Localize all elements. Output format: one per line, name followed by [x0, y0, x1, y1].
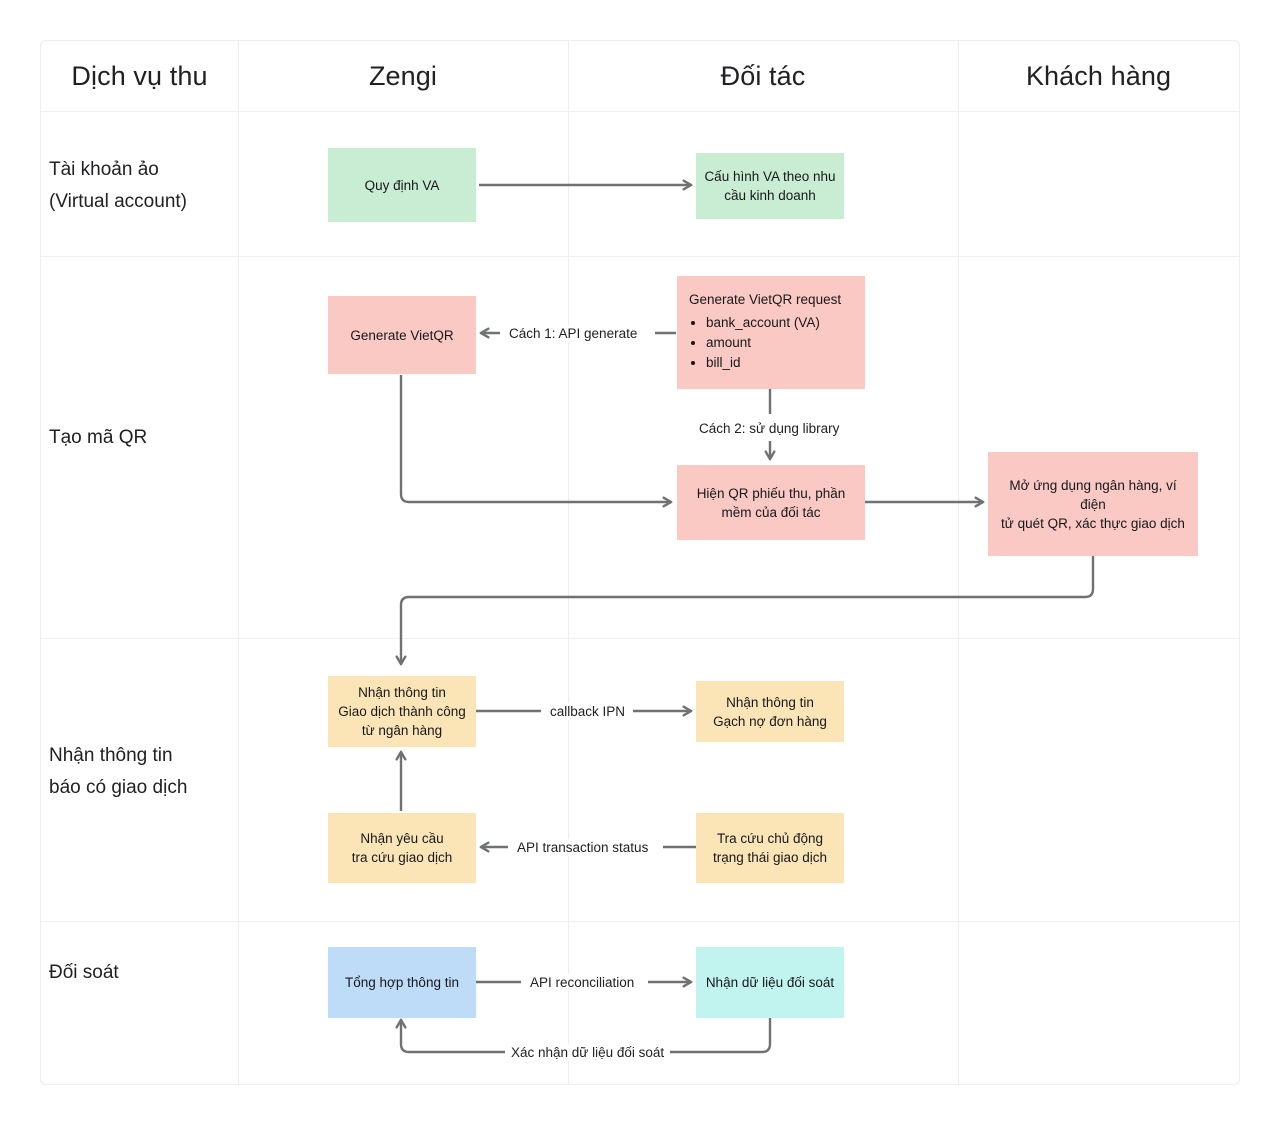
node-mo-ung-dung-line1: Mở ứng dụng ngân hàng, ví điện	[1009, 477, 1177, 512]
edge-label-cach2: Cách 2: sử dụng library	[693, 420, 846, 437]
row-label-create-qr: Tạo mã QR	[49, 422, 229, 454]
row-label-create-qr-line1: Tạo mã QR	[49, 427, 148, 448]
row-label-virtual-account: Tài khoản ảo (Virtual account)	[49, 154, 229, 218]
node-tra-cuu-chu-dong[interactable]: Tra cứu chủ động trạng thái giao dịch	[696, 813, 844, 883]
node-gach-no-don-hang[interactable]: Nhận thông tin Gạch nợ đơn hàng	[696, 681, 844, 742]
node-mo-ung-dung-line2: tử quét QR, xác thực giao dịch	[1001, 515, 1185, 531]
edge-label-cach1: Cách 1: API generate	[503, 325, 644, 342]
node-tong-hop-label: Tổng hợp thông tin	[345, 975, 459, 990]
row-divider-2	[41, 638, 1239, 639]
node-nhan-thong-tin-giao-dich[interactable]: Nhận thông tin Giao dịch thành công từ n…	[328, 676, 476, 747]
node-gach-no-line2: Gạch nợ đơn hàng	[713, 713, 827, 729]
node-request-title: Generate VietQR request	[689, 292, 842, 307]
row-label-transaction-notice-line1: Nhận thông tin	[49, 745, 173, 766]
node-nhan-du-lieu-label: Nhận dữ liệu đối soát	[705, 975, 835, 990]
node-gach-no-line1: Nhận thông tin	[726, 694, 814, 710]
node-quy-dinh-va[interactable]: Quy định VA	[328, 148, 476, 222]
node-hien-qr[interactable]: Hiện QR phiếu thu, phần mềm của đối tác	[677, 465, 865, 540]
edge-label-xac-nhan: Xác nhận dữ liệu đối soát	[505, 1044, 671, 1061]
node-nhan-du-lieu-doi-soat[interactable]: Nhận dữ liệu đối soát	[696, 947, 844, 1018]
row-label-reconciliation-line1: Đối soát	[49, 962, 119, 983]
row-label-virtual-account-line2: (Virtual account)	[49, 191, 187, 212]
node-tra-cuu-line2: trạng thái giao dịch	[712, 850, 828, 865]
node-generate-vietqr-request[interactable]: Generate VietQR request bank_account (VA…	[677, 276, 865, 389]
node-nhan-tt-gd-line1: Nhận thông tin	[358, 685, 446, 700]
node-mo-ung-dung-ngan-hang[interactable]: Mở ứng dụng ngân hàng, ví điện tử quét Q…	[988, 452, 1198, 556]
row-divider-3	[41, 921, 1239, 922]
row-divider-header	[41, 111, 1239, 112]
row-label-reconciliation: Đối soát	[49, 957, 229, 989]
node-hien-qr-line1: Hiện QR phiếu thu, phần	[696, 485, 846, 501]
node-generate-vietqr[interactable]: Generate VietQR	[328, 296, 476, 374]
node-request-item-bill-id: bill_id	[706, 353, 820, 373]
column-header-partner: Đối tác	[720, 60, 806, 91]
node-cau-hinh-va-line1: Cấu hình VA theo nhu	[704, 169, 836, 184]
row-label-transaction-notice: Nhận thông tin báo có giao dịch	[49, 740, 234, 804]
node-nhan-yeu-cau-line2: tra cứu giao dịch	[351, 850, 453, 865]
row-divider-1	[41, 256, 1239, 257]
column-header-customer: Khách hàng	[1025, 60, 1172, 91]
node-nhan-yeu-cau-tra-cuu[interactable]: Nhận yêu cầu tra cứu giao dịch	[328, 813, 476, 883]
column-divider-1	[238, 41, 239, 1084]
node-request-item-amount: amount	[706, 333, 820, 353]
node-hien-qr-line2: mềm của đối tác	[721, 504, 821, 520]
row-label-transaction-notice-line2: báo có giao dịch	[49, 777, 188, 798]
node-generate-vietqr-label: Generate VietQR	[350, 327, 454, 343]
node-tra-cuu-line1: Tra cứu chủ động	[716, 831, 824, 846]
row-label-virtual-account-line1: Tài khoản ảo	[49, 159, 159, 180]
node-request-item-bank-account: bank_account (VA)	[706, 313, 820, 333]
node-cau-hinh-va-line2: cầu kinh doanh	[724, 188, 816, 203]
node-quy-dinh-va-label: Quy định VA	[364, 177, 440, 193]
column-header-zengi: Zengi	[368, 60, 438, 91]
node-nhan-tt-gd-line3: từ ngân hàng	[361, 723, 443, 738]
column-divider-3	[958, 41, 959, 1084]
node-tong-hop-thong-tin[interactable]: Tổng hợp thông tin	[328, 947, 476, 1018]
node-request-list: bank_account (VA) amount bill_id	[689, 313, 820, 373]
column-header-service: Dịch vụ thu	[71, 60, 208, 91]
column-divider-2	[568, 41, 569, 1084]
edge-label-api-reconciliation: API reconciliation	[524, 974, 641, 991]
edge-label-api-tx-status: API transaction status	[511, 839, 655, 856]
node-nhan-tt-gd-line2: Giao dịch thành công	[338, 704, 466, 719]
node-nhan-yeu-cau-line1: Nhận yêu cầu	[360, 831, 444, 846]
edge-label-callback-ipn: callback IPN	[544, 703, 632, 720]
node-cau-hinh-va[interactable]: Cấu hình VA theo nhu cầu kinh doanh	[696, 153, 844, 219]
